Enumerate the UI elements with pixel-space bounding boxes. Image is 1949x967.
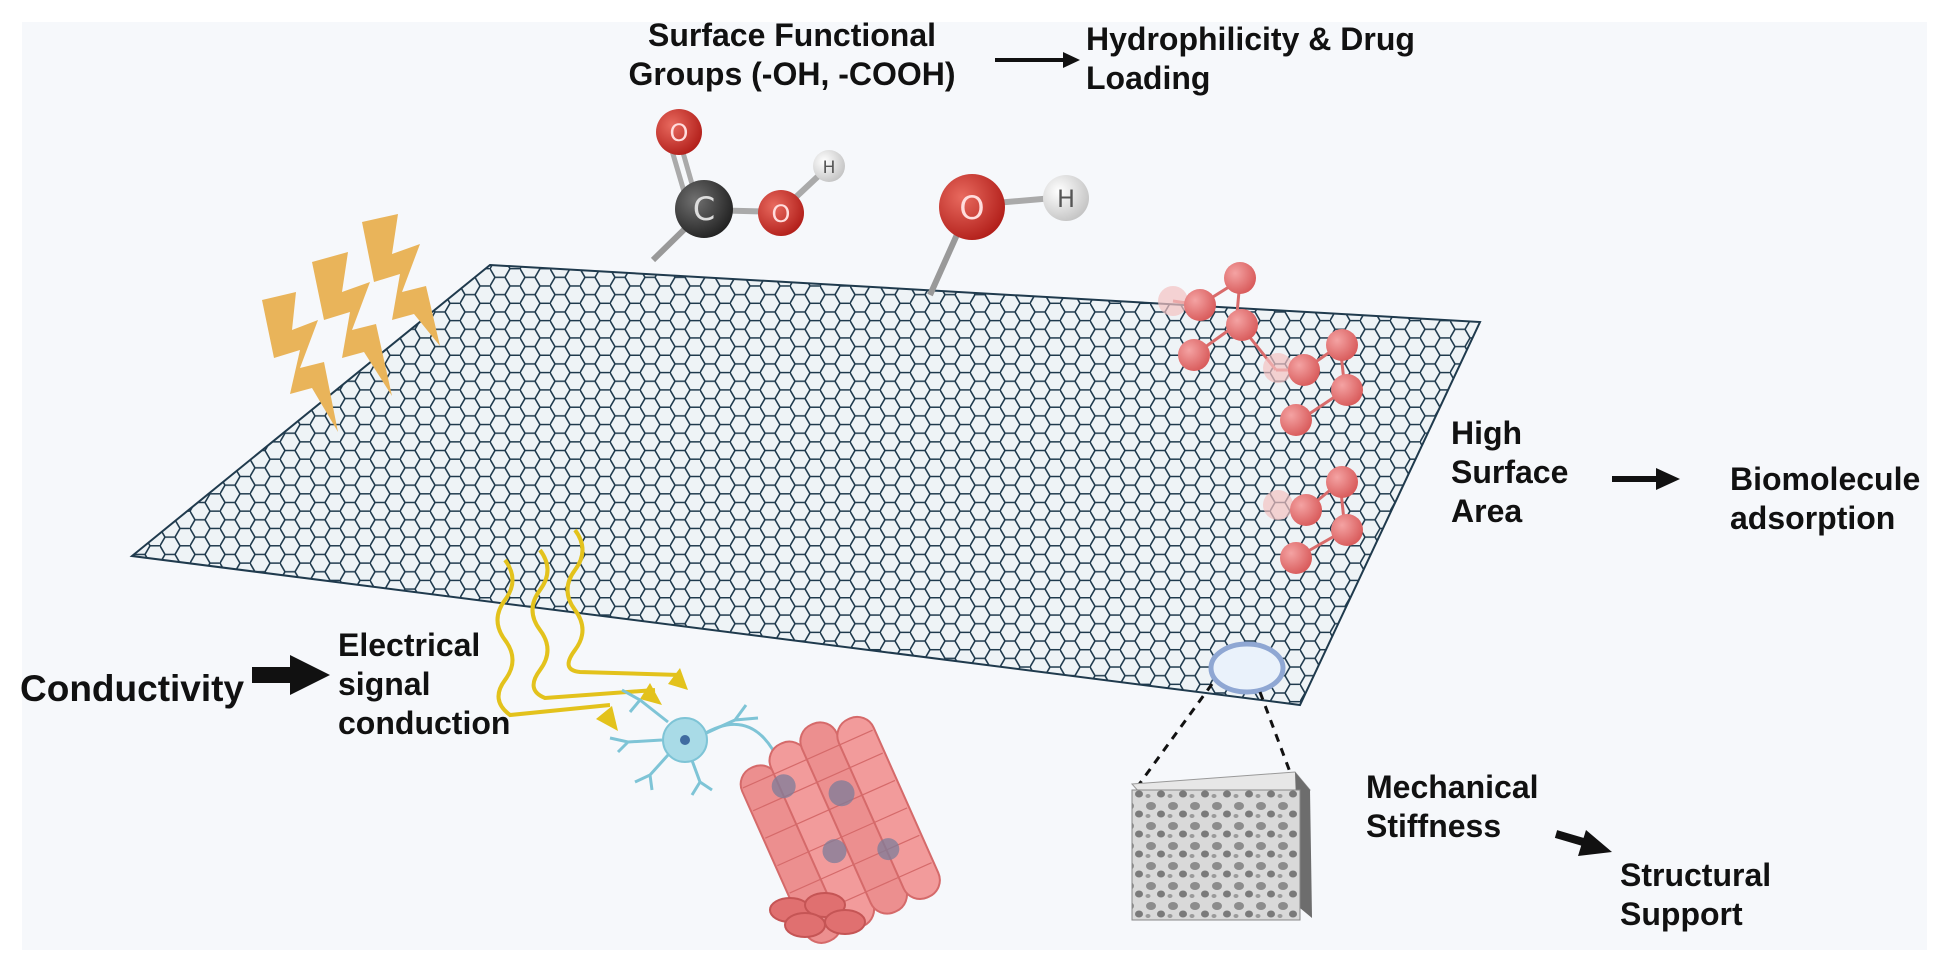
oxygen-atom-double — [656, 109, 702, 155]
arrow-icon — [995, 52, 1080, 68]
electrical-signal-waves — [495, 528, 681, 718]
arrow-icon — [1612, 468, 1680, 490]
wave-arrowheads — [596, 668, 688, 731]
hydrogen-atom — [813, 150, 845, 182]
hydrophilicity-drug-loading-label: Hydrophilicity & Drug Loading — [1086, 21, 1415, 97]
high-surface-area-label: High Surface Area — [1451, 415, 1569, 530]
magnification-callout — [1133, 641, 1292, 791]
muscle-fiber-ends — [769, 892, 866, 938]
oxygen-symbol: O — [670, 119, 689, 147]
porous-scaffold-cube — [1130, 771, 1312, 921]
oxygen-symbol: O — [959, 189, 984, 227]
electrical-signal-conduction-label: Electrical signal conduction — [338, 627, 511, 742]
hydrogen-atom — [1043, 175, 1089, 221]
carbon-atom — [675, 180, 733, 238]
oh-molecule: O H — [927, 174, 1089, 297]
muscle-fiber-bundle — [739, 715, 941, 944]
arrow-icon — [1554, 830, 1612, 856]
mechanical-stiffness-label: Mechanical Stiffness — [1366, 769, 1539, 845]
carbon-symbol: C — [693, 190, 715, 228]
oxygen-symbol: O — [772, 200, 791, 228]
lightning-bolt-icon — [262, 214, 440, 432]
cooh-molecule: C O O H — [650, 109, 845, 263]
conductivity-label: Conductivity — [20, 668, 245, 709]
biomolecule-adsorption-label: Biomolecule adsorption — [1730, 461, 1921, 537]
oxygen-atom-hydroxyl — [758, 190, 804, 236]
structural-support-label: Structural Support — [1620, 857, 1772, 933]
hydrogen-symbol: H — [823, 158, 836, 178]
surface-functional-groups-label: Surface Functional Groups (-OH, -COOH) — [628, 17, 956, 93]
arrow-icon — [252, 655, 330, 695]
biomolecule-cluster — [1158, 262, 1363, 574]
hydrogen-symbol: H — [1057, 185, 1075, 213]
oxygen-atom — [939, 174, 1005, 240]
